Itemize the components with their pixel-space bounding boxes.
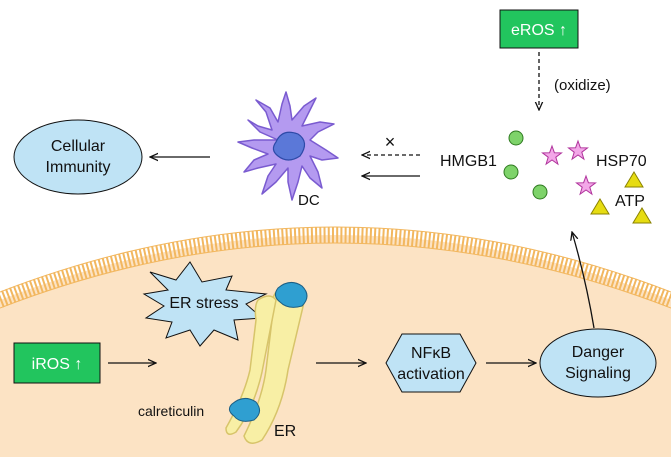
- dc-label: DC: [298, 192, 320, 209]
- calreticulin-blob: [228, 398, 260, 422]
- atp-label: ATP: [615, 193, 645, 210]
- danger-line2: Signaling: [565, 365, 631, 382]
- hmgb1-molecule: [532, 184, 548, 200]
- danger-line1: Danger: [572, 344, 625, 361]
- danger-signaling-node: Danger Signaling: [539, 328, 657, 398]
- nfkb-line2: activation: [397, 366, 465, 383]
- er-organelle: calreticulin ER: [138, 282, 308, 444]
- calreticulin-blob: [274, 282, 308, 308]
- er-stress-label: ER stress: [169, 295, 238, 312]
- hmgb1-molecule: [503, 164, 519, 180]
- calreticulin-label: calreticulin: [138, 403, 204, 419]
- iros-label: iROS ↑: [32, 356, 83, 373]
- dendritic-cell: DC: [237, 91, 339, 209]
- er-label: ER: [274, 423, 296, 440]
- cellular-immunity-line2: Immunity: [46, 159, 111, 176]
- dc-nucleus: [272, 131, 306, 161]
- atp-molecule: [632, 207, 652, 224]
- nfkb-activation-node: NFκB activation: [385, 333, 477, 393]
- blocked-mark: ×: [385, 132, 396, 152]
- hmgb1-molecule: [508, 130, 524, 146]
- cellular-immunity-line1: Cellular: [51, 138, 106, 155]
- hsp70-molecule: [567, 139, 589, 161]
- eros-label: eROS ↑: [511, 22, 567, 39]
- hsp70-molecule: [541, 144, 563, 166]
- hmgb1-label: HMGB1: [440, 153, 497, 170]
- atp-molecule: [624, 171, 644, 188]
- eros-box: eROS ↑: [499, 9, 579, 49]
- nfkb-line1: NFκB: [411, 345, 451, 362]
- atp-molecule: [590, 198, 610, 215]
- iros-box: iROS ↑: [13, 342, 101, 384]
- oxidize-label: (oxidize): [554, 77, 611, 94]
- cellular-immunity-node: Cellular Immunity: [13, 119, 143, 195]
- damps-cluster: HMGB1 HSP70 ATP: [440, 130, 652, 224]
- danger-to-damps-arrow: [572, 232, 595, 329]
- hsp70-molecule: [575, 174, 597, 196]
- er-stress-burst: ER stress: [142, 261, 268, 347]
- hsp70-label: HSP70: [596, 153, 647, 170]
